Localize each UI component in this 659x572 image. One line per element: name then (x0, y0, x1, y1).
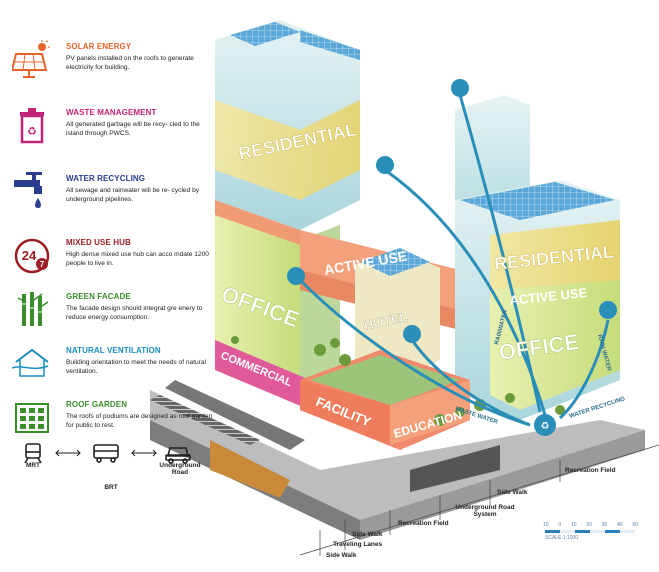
legend-desc: The facade design should integrat gre en… (66, 305, 203, 321)
label-underground-road-system: Underground Road System (455, 504, 515, 518)
legend-natural-ventilation: NATURAL VENTILATION Building orientation… (10, 344, 220, 400)
scale-ticks: 10 0 10 20 30 40 50 (543, 522, 638, 528)
water-drop-icon (376, 156, 394, 174)
legend-title: NATURAL VENTILATION (66, 346, 161, 355)
water-tap-icon (14, 172, 42, 208)
label-side-walk-mid: Side Walk (352, 531, 383, 538)
transit-label-underground-road: Underground Road (159, 462, 201, 476)
label-recreation-field: Recreation Field (398, 520, 449, 527)
legend-solar-energy: SOLAR ENERGY PV panels installed on the … (10, 40, 220, 96)
scale-bar (545, 530, 635, 533)
house-wind-icon (12, 348, 49, 377)
transit-label-brt: BRT (104, 484, 118, 491)
scale-tick: 30 (601, 522, 608, 528)
underground-road-box (410, 445, 500, 492)
right-tower (455, 95, 620, 420)
legend-title: WASTE MANAGEMENT (66, 108, 157, 117)
section-lines (299, 444, 659, 556)
water-tap-icon (287, 267, 305, 285)
legend-title: WATER RECYCLING (66, 174, 146, 183)
label-side-walk-right: Side Walk (497, 489, 528, 496)
label-side-walk-left: Side Walk (326, 552, 357, 559)
car-icon (165, 447, 191, 464)
left-tower (215, 20, 360, 390)
svg-text:♻: ♻ (27, 126, 37, 138)
svg-text:7: 7 (40, 260, 45, 269)
scale-tick: 20 (586, 522, 592, 528)
svg-text:24: 24 (22, 248, 37, 263)
legend-desc: All sewage and rainwater will be re- cyc… (66, 187, 200, 203)
scale-tick: 50 (632, 522, 638, 528)
legend-desc: The roofs of podiums are designed as roo… (66, 413, 213, 429)
label-recreation-field-right: Recreation Field (565, 467, 616, 474)
train-icon (24, 443, 42, 464)
flow-node-icons: ♻ (287, 79, 617, 436)
legend-waste-management: ♻ WASTE MANAGEMENT All generated garbage… (10, 106, 220, 162)
scale-tick: 0 (558, 522, 562, 528)
24-7-icon: 24 7 (14, 238, 50, 274)
legend-title: GREEN FACADE (66, 292, 131, 301)
arrow-icon (131, 449, 157, 457)
ground-slab (150, 380, 645, 540)
bus-icon (93, 444, 119, 463)
scale-label: SCALE 1:1000 (545, 535, 579, 541)
water-drop-icon (451, 79, 469, 97)
scale-tick: 40 (617, 522, 623, 528)
svg-text:♻: ♻ (541, 421, 550, 432)
water-tap-icon (403, 325, 421, 343)
flow-arrows (298, 94, 610, 427)
podium (215, 340, 470, 450)
legend-title: MIXED USE HUB (66, 238, 131, 247)
legend-title: SOLAR ENERGY (66, 42, 132, 51)
legend-mixed-use-hub: 24 7 MIXED USE HUB High dense mixed use … (10, 236, 220, 292)
scale-tick: 10 (543, 522, 549, 528)
recycle-bin-icon: ♻ (20, 108, 44, 144)
legend-water-recycling: WATER RECYCLING All sewage and rainwater… (10, 172, 220, 228)
legend-desc: PV panels installed on the roofs to gene… (66, 55, 194, 71)
scale-tick: 10 (570, 522, 577, 528)
bamboo-icon (17, 292, 49, 326)
underground-tunnel-mrt (210, 440, 290, 498)
water-tap-icon (599, 301, 617, 319)
transit-label-mrt: MRT (25, 462, 41, 469)
legend-desc: Building orientation to meet the needs o… (66, 359, 207, 375)
solar-panel-icon (12, 40, 50, 78)
roof-grid-icon (15, 403, 49, 433)
label-traveling-lanes: Traveling Lanes (333, 541, 383, 548)
recycle-icon (534, 414, 556, 436)
legend-desc: High dense mixed use hub can acco mdate … (66, 251, 209, 267)
arrow-icon (55, 449, 81, 457)
legend-roof-garden: ROOF GARDEN The roofs of podiums are des… (10, 398, 220, 454)
legend-desc: All generated garbage will be recy- cled… (66, 121, 200, 137)
transit-icons (24, 443, 191, 464)
legend-title: ROOF GARDEN (66, 400, 128, 409)
legend-green-facade: GREEN FACADE The facade design should in… (10, 290, 220, 346)
